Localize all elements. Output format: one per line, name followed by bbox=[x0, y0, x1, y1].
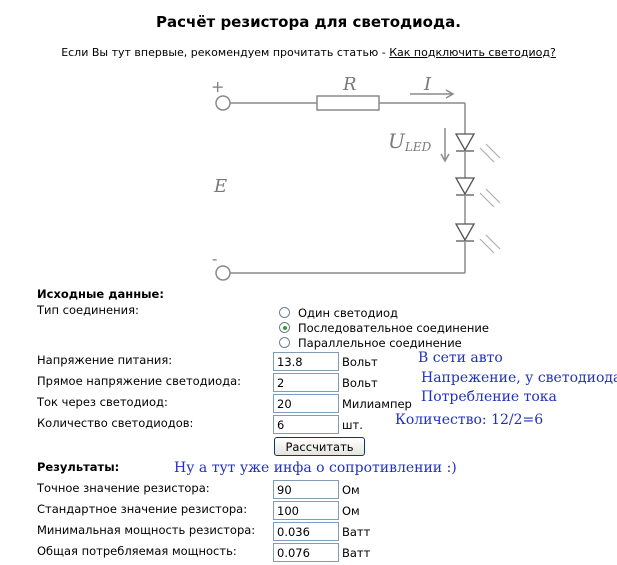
min-power-output[interactable] bbox=[273, 522, 339, 541]
annotation-led-voltage: Напрежение, у светодиода bbox=[421, 370, 617, 386]
input-section-title: Исходные данные: bbox=[37, 287, 164, 301]
light-rays bbox=[479, 143, 501, 254]
radio-single[interactable] bbox=[279, 307, 290, 318]
resistor-label: R bbox=[342, 74, 357, 95]
led-count-unit: шт. bbox=[342, 418, 363, 432]
current-label: Ток через светодиод: bbox=[37, 395, 168, 409]
page-title: Расчёт резистора для светодиода. bbox=[156, 13, 461, 31]
radio-series[interactable] bbox=[279, 322, 290, 333]
total-power-output[interactable] bbox=[273, 543, 339, 562]
forward-voltage-input[interactable] bbox=[273, 373, 339, 392]
resistor-symbol bbox=[316, 95, 380, 111]
radio-single-label: Один светодиод bbox=[298, 306, 398, 320]
circuit-diagram: + - R I ULED E bbox=[211, 74, 501, 281]
radio-parallel-label: Параллельное соединение bbox=[298, 336, 462, 350]
led-3 bbox=[454, 223, 476, 242]
led-1 bbox=[454, 133, 476, 152]
supply-voltage-unit: Вольт bbox=[342, 355, 378, 369]
source-label: E bbox=[213, 176, 227, 197]
annotation-current-consumption: Потребление тока bbox=[421, 389, 557, 405]
current-label: I bbox=[423, 74, 432, 95]
led-2 bbox=[454, 177, 476, 196]
standard-resistor-label: Стандартное значение резистора: bbox=[37, 502, 248, 516]
minus-sign: - bbox=[212, 249, 217, 268]
annotation-car-network: В сети авто bbox=[418, 350, 503, 366]
connection-options: Один светодиод Последовательное соединен… bbox=[279, 306, 519, 350]
exact-resistor-unit: Ом bbox=[342, 483, 360, 497]
radio-parallel[interactable] bbox=[279, 337, 290, 348]
plus-sign: + bbox=[211, 77, 224, 96]
led-count-input[interactable] bbox=[273, 415, 339, 434]
led-symbols bbox=[454, 133, 476, 242]
standard-resistor-unit: Ом bbox=[342, 504, 360, 518]
standard-resistor-output[interactable] bbox=[273, 501, 339, 520]
voltage-label: ULED bbox=[388, 129, 432, 154]
annotation-resistance: Ну а тут уже инфа о сопротивлении :) bbox=[174, 460, 457, 476]
total-power-unit: Ватт bbox=[342, 546, 371, 560]
voltage-label-main: U bbox=[388, 129, 406, 153]
current-unit: Милиампер bbox=[342, 397, 412, 411]
exact-resistor-label: Точное значение резистора: bbox=[37, 481, 210, 495]
forward-voltage-label: Прямое напряжение светодиода: bbox=[37, 374, 242, 388]
forward-voltage-unit: Вольт bbox=[342, 376, 378, 390]
results-section-title: Результаты: bbox=[37, 460, 120, 474]
radio-series-label: Последовательное соединение bbox=[298, 321, 489, 335]
intro-text: Если Вы тут впервые, рекомендуем прочита… bbox=[0, 46, 617, 59]
led-count-label: Количество светодиодов: bbox=[37, 416, 194, 430]
supply-voltage-input[interactable] bbox=[273, 352, 339, 371]
connection-type-label: Тип соединения: bbox=[37, 303, 139, 317]
intro-prefix: Если Вы тут впервые, рекомендуем прочита… bbox=[61, 46, 390, 59]
positive-terminal bbox=[215, 95, 231, 111]
supply-voltage-label: Напряжение питания: bbox=[37, 353, 173, 367]
min-power-unit: Ватт bbox=[342, 525, 371, 539]
voltage-label-sub: LED bbox=[404, 140, 432, 154]
calculate-button[interactable]: Рассчитать bbox=[274, 437, 365, 456]
article-link[interactable]: Как подключить светодиод? bbox=[389, 46, 556, 59]
annotation-quantity: Количество: 12/2=6 bbox=[395, 412, 544, 428]
current-input[interactable] bbox=[273, 394, 339, 413]
min-power-label: Минимальная мощность резистора: bbox=[37, 523, 256, 537]
total-power-label: Общая потребляемая мощность: bbox=[37, 544, 237, 558]
negative-terminal bbox=[215, 265, 231, 281]
exact-resistor-output[interactable] bbox=[273, 480, 339, 499]
